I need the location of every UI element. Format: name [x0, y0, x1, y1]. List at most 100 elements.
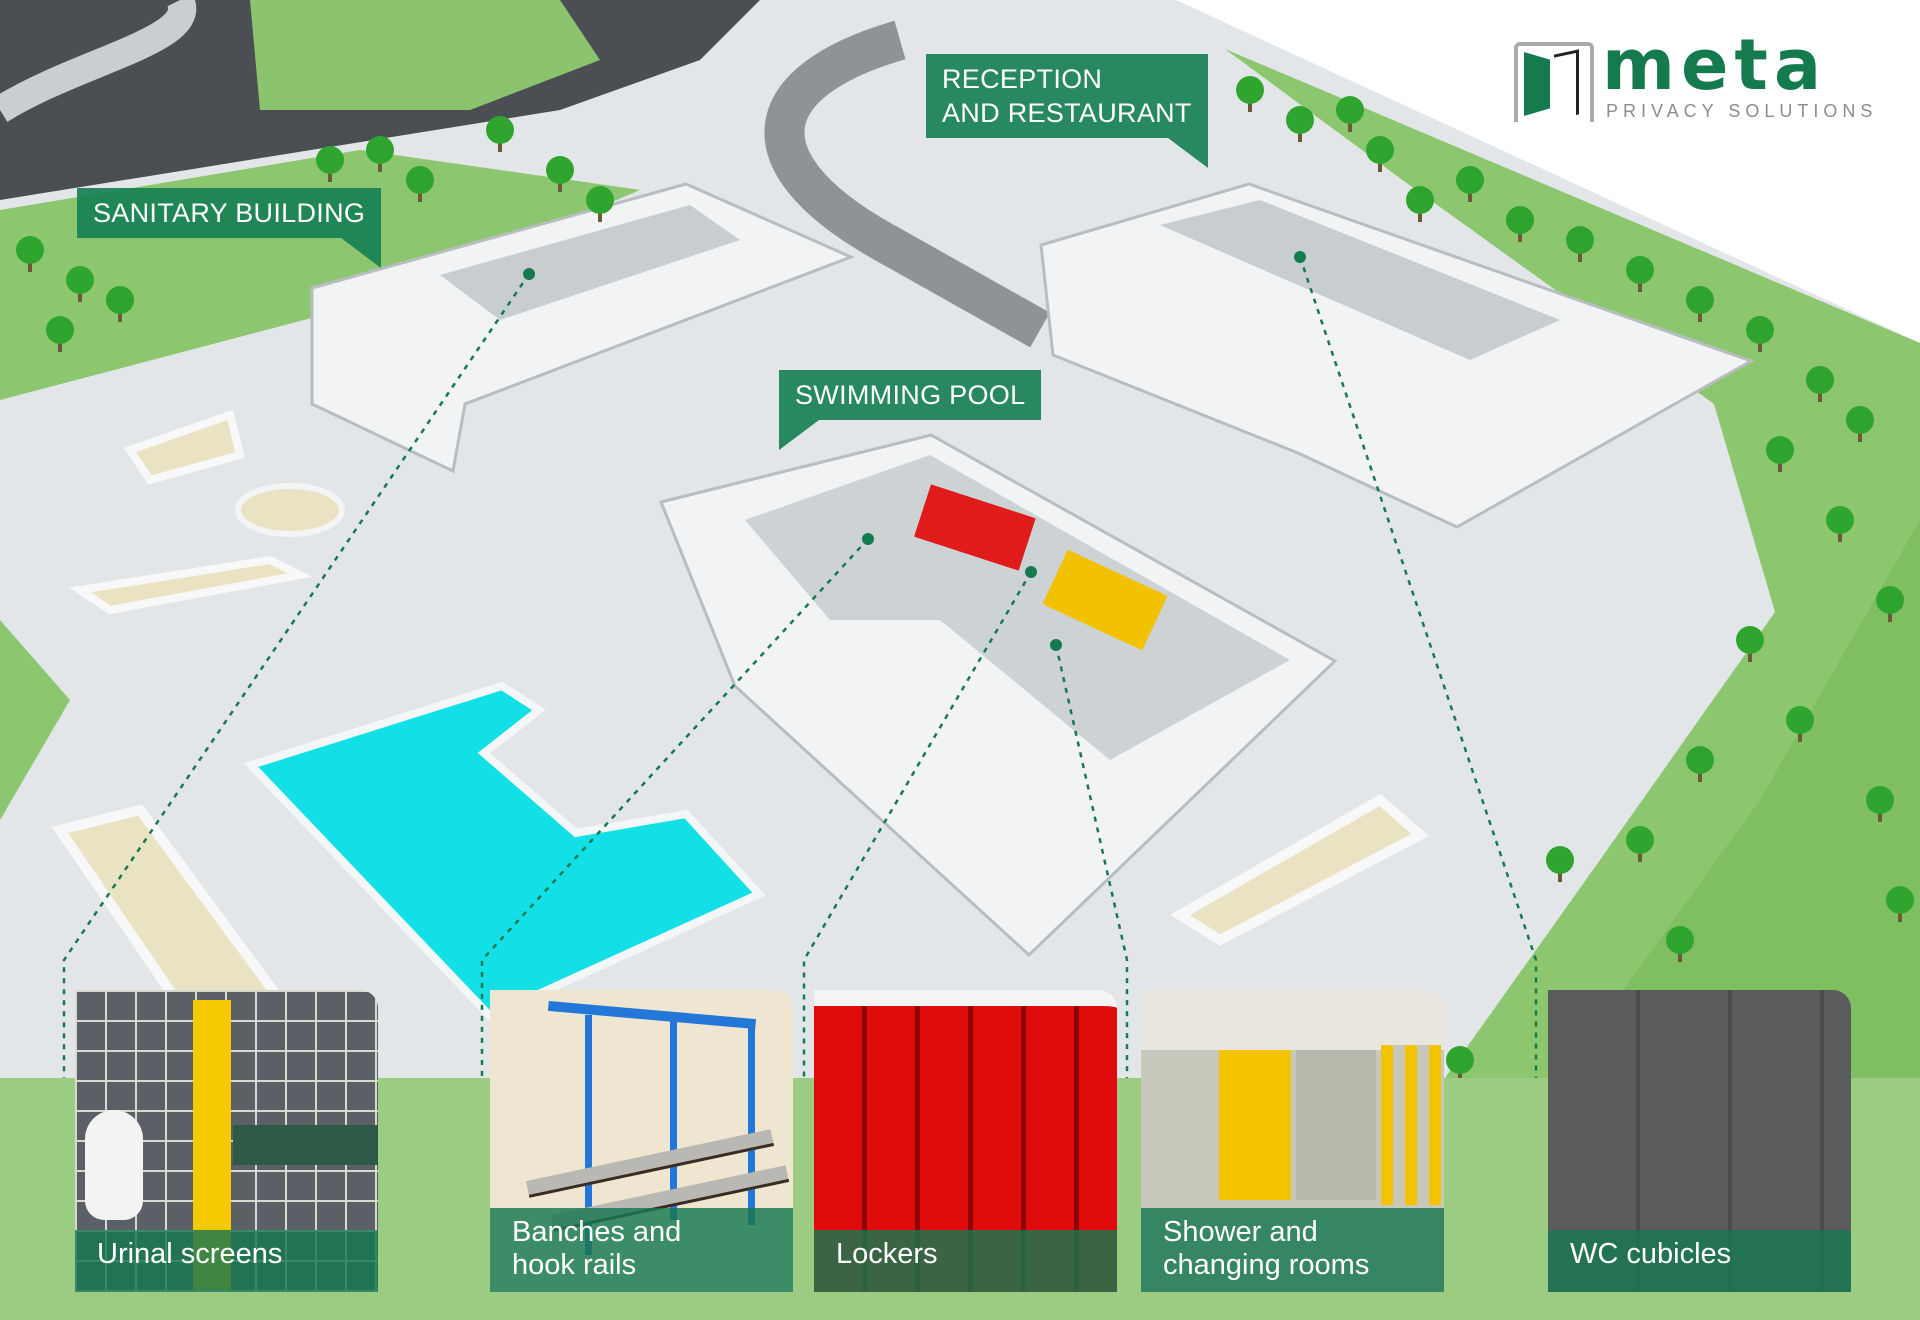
tree: [1506, 206, 1534, 234]
sanitary-building-inner: [440, 205, 740, 320]
card-urinal-screens[interactable]: Urinal screens: [75, 990, 378, 1292]
tree: [1746, 316, 1774, 344]
card-caption: Lockers: [814, 1230, 1117, 1292]
logo-tagline: PRIVACY SOLUTIONS: [1606, 101, 1878, 121]
card-wc-cubicles[interactable]: WC cubicles: [1548, 990, 1851, 1292]
tree: [1626, 826, 1654, 854]
leader-line-urinal: [62, 273, 531, 1080]
marker-dot: [1294, 251, 1306, 263]
tree: [16, 236, 44, 264]
tree: [1686, 746, 1714, 774]
tree: [1566, 226, 1594, 254]
tree: [1336, 96, 1364, 124]
leader-line-wc: [1298, 256, 1538, 1080]
pool-building-inner: [745, 455, 1290, 760]
logo-brand: meta: [1602, 24, 1828, 106]
leader-line-lockers: [802, 571, 1033, 1080]
tree: [546, 156, 574, 184]
road: [764, 20, 1050, 348]
left-grass-lower: [0, 620, 70, 820]
caption-line: Lockers: [836, 1238, 938, 1270]
tree: [1286, 106, 1314, 134]
reception-building-inner: [1160, 200, 1560, 360]
playground-circle: [235, 483, 345, 537]
label-pointer: [341, 238, 382, 268]
tree: [1786, 706, 1814, 734]
frame-post: [670, 1020, 677, 1220]
label-sanitary-building[interactable]: SANITARY BUILDING: [77, 188, 382, 268]
trees: [16, 76, 1914, 1082]
label-text: RECEPTION: [942, 64, 1103, 94]
tree: [1456, 166, 1484, 194]
card-caption: Urinal screens: [75, 1230, 378, 1292]
label-pointer: [1167, 138, 1208, 168]
door-jamb-icon: [1554, 49, 1579, 120]
sink-counter-image: [233, 1125, 378, 1165]
urinal-image: [85, 1110, 143, 1220]
caption-line: changing rooms: [1163, 1249, 1370, 1281]
tree: [1806, 366, 1834, 394]
meta-logo: meta PRIVACY SOLUTIONS: [1510, 24, 1890, 126]
label-swimming-pool[interactable]: SWIMMING POOL: [779, 370, 1042, 450]
red-lockers-render: [914, 484, 1036, 571]
tree: [1366, 136, 1394, 164]
leader-line-shower: [1054, 644, 1129, 1080]
label-pointer: [779, 420, 819, 450]
marker-dot: [1050, 639, 1062, 651]
tree: [1766, 436, 1794, 464]
frame-post: [748, 1025, 755, 1225]
reception-building: [1039, 182, 1755, 529]
card-lockers[interactable]: Lockers: [814, 990, 1117, 1292]
label-reception[interactable]: RECEPTION AND RESTAURANT: [926, 54, 1208, 168]
tree: [486, 116, 514, 144]
yellow-door-image: [1219, 1050, 1291, 1200]
caption-line: WC cubicles: [1570, 1238, 1732, 1270]
tree: [1626, 256, 1654, 284]
tree: [106, 286, 134, 314]
marker-dot: [862, 533, 874, 545]
label-text: SWIMMING POOL: [795, 380, 1026, 410]
frame-post: [585, 1015, 592, 1255]
label-text: AND RESTAURANT: [942, 98, 1192, 128]
tree: [586, 186, 614, 214]
tree: [406, 166, 434, 194]
caption-line: Shower and: [1163, 1216, 1318, 1248]
tree: [1736, 626, 1764, 654]
tree: [1406, 186, 1434, 214]
marker-dots: [523, 251, 1306, 651]
planter: [123, 409, 245, 485]
tree: [1886, 886, 1914, 914]
hill: [250, 0, 600, 110]
door-frame-icon: [1514, 42, 1594, 122]
yellow-panel-image: [1381, 1045, 1441, 1205]
door-icon: [1524, 52, 1550, 116]
tree: [1236, 76, 1264, 104]
caption-line: Urinal screens: [97, 1238, 283, 1270]
card-caption: WC cubicles: [1548, 1230, 1851, 1292]
planter: [1170, 793, 1429, 946]
tree: [1846, 406, 1874, 434]
tree: [1866, 786, 1894, 814]
cubicle-panel-image: [1296, 1050, 1376, 1200]
leader-line-benches: [480, 538, 869, 1080]
tree: [1666, 926, 1694, 954]
yellow-cubicles-render: [1042, 549, 1168, 651]
winding-road: [0, 0, 197, 122]
marker-dot: [1025, 566, 1037, 578]
tree: [1686, 286, 1714, 314]
tree: [316, 146, 344, 174]
white-corner: [1176, 0, 1920, 343]
sanitary-building: [310, 182, 855, 474]
caption-line: hook rails: [512, 1249, 637, 1281]
tree: [46, 316, 74, 344]
leader-lines: [62, 256, 1538, 1080]
tree: [1876, 586, 1904, 614]
tree: [366, 136, 394, 164]
caption-line: Banches and: [512, 1216, 682, 1248]
planter: [69, 555, 313, 615]
tree: [1826, 506, 1854, 534]
